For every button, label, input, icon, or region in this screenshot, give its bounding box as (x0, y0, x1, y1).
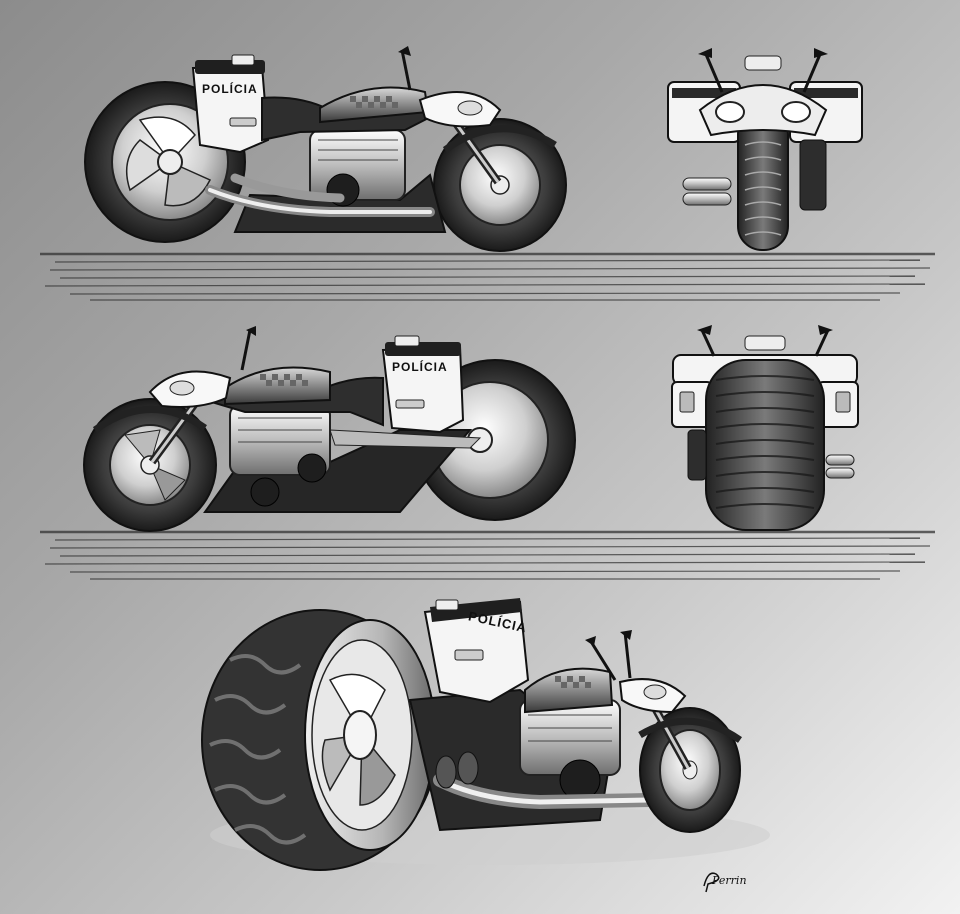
artist-signature: Perrin (703, 872, 747, 893)
signature-text: Perrin (711, 874, 747, 887)
three-quarter-view: POLÍCIA (201, 598, 770, 871)
front-view (667, 48, 863, 251)
police-plate-text: POLÍCIA (392, 359, 448, 374)
side-view-right: POLÍCIA (83, 326, 576, 532)
ground-shadow-middle (40, 530, 935, 580)
side-view-left: POLÍCIA (84, 46, 567, 252)
rear-view (671, 325, 859, 531)
police-plate-text: POLÍCIA (202, 81, 258, 96)
ground-shadow-top (40, 252, 935, 301)
